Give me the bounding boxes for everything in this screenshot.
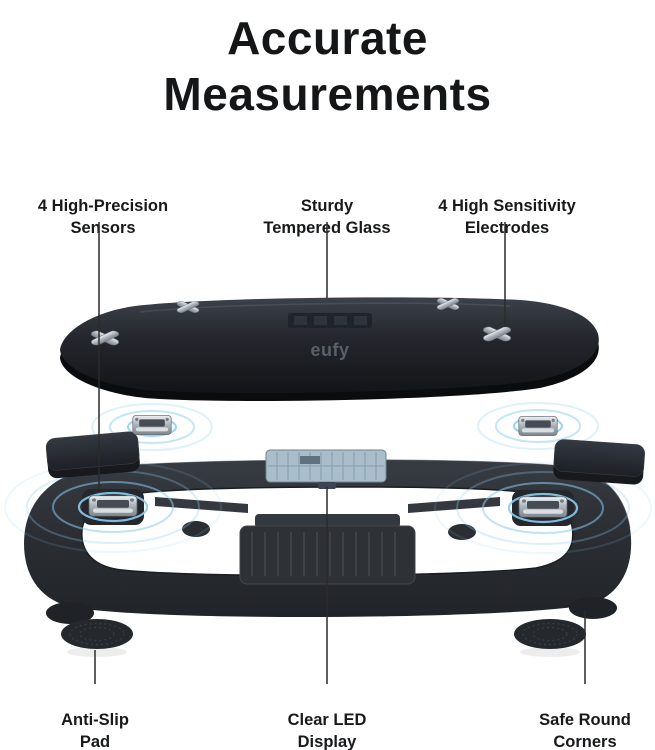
floating-clip-right — [518, 415, 558, 437]
callout-electrodes: 4 High Sensitivity Electrodes — [414, 174, 600, 239]
led-display-hint — [288, 313, 372, 328]
pad-mount-left — [182, 521, 210, 537]
brand-logo: eufy — [310, 340, 349, 360]
callout-tempered-glass: Sturdy Tempered Glass — [234, 174, 420, 239]
floating-clip-left — [132, 414, 172, 436]
corner-foot-left — [46, 602, 94, 624]
sensor-clip-right — [518, 496, 568, 518]
corner-foot-right — [569, 597, 617, 619]
callout-anti-slip-pad: Anti-Slip Pad — [10, 688, 180, 750]
signal-ripples-upper-left — [91, 403, 213, 451]
callout-sensors: 4 High-Precision Sensors — [10, 174, 196, 239]
base-beam-right — [408, 497, 500, 513]
floating-pad-right — [553, 439, 645, 485]
page-title: Accurate Measurements — [163, 12, 492, 121]
callout-sensors-label: 4 High-Precision Sensors — [37, 196, 169, 237]
base-beam-left — [155, 497, 248, 513]
callout-round-corners: Safe Round Corners — [500, 688, 655, 750]
led-display-module — [265, 449, 387, 489]
anti-slip-foot-right — [514, 619, 586, 657]
callout-led-display-label: Clear LED Display — [287, 710, 367, 750]
callout-tempered-glass-label: Sturdy Tempered Glass — [263, 196, 391, 237]
glass-top: eufy — [60, 297, 599, 401]
callout-electrodes-label: 4 High Sensitivity Electrodes — [438, 196, 576, 237]
callout-round-corners-label: Safe Round Corners — [539, 710, 631, 750]
callout-anti-slip-pad-label: Anti-Slip Pad — [61, 710, 129, 750]
anti-slip-foot-left — [61, 619, 133, 657]
signal-ripples-sensor-right — [434, 462, 652, 554]
callout-led-display: Clear LED Display — [242, 688, 412, 750]
sensor-clip-left — [88, 495, 138, 517]
pad-mount-right — [448, 524, 476, 540]
floating-pad-left — [45, 431, 140, 479]
